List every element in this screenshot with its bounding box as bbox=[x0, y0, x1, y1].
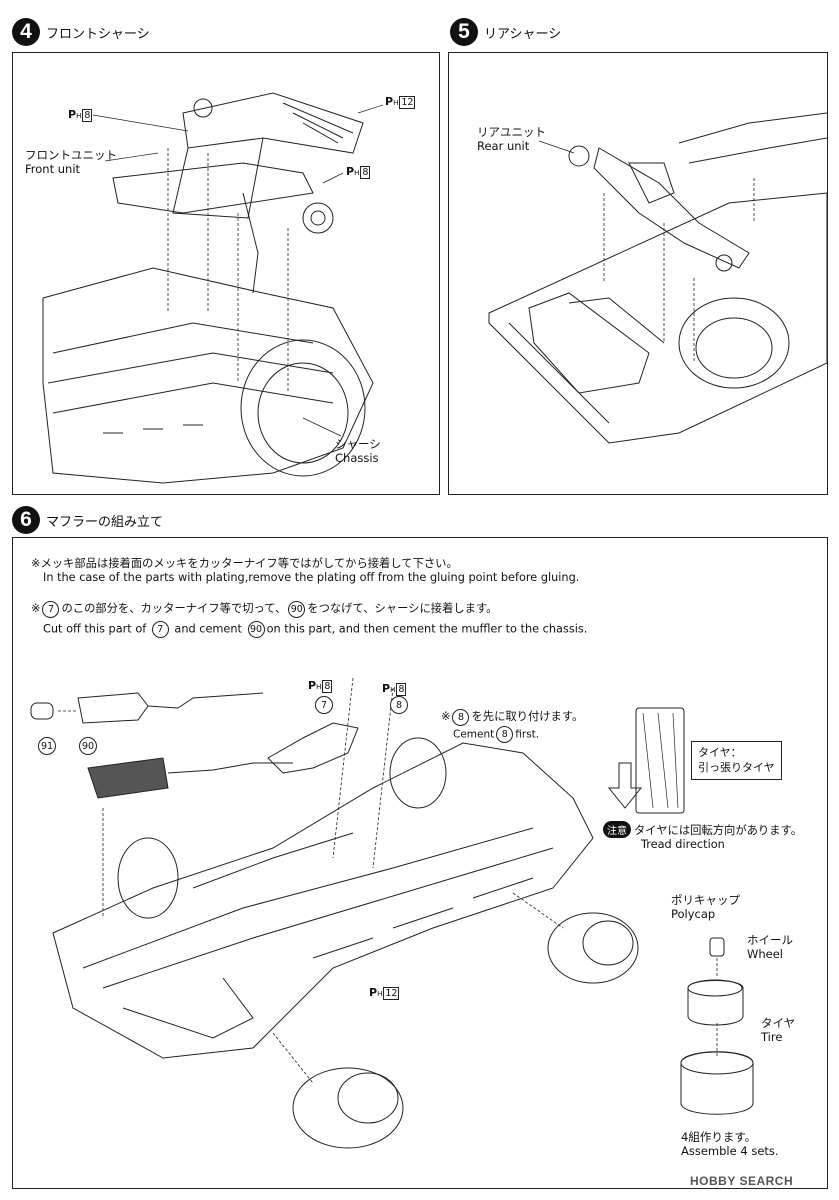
plating-note-ja: ※メッキ部品は接着面のメッキをカッターナイフ等ではがしてから接着して下さい。 bbox=[31, 557, 458, 570]
step-4-title: フロントシャーシ bbox=[46, 27, 150, 42]
part-8: 8 bbox=[390, 696, 408, 714]
part-91: 91 bbox=[38, 737, 56, 755]
plating-note-en: In the case of the parts with plating,re… bbox=[43, 571, 580, 584]
tread-note-ja: 注意タイヤには回転方向があります。 bbox=[603, 821, 802, 838]
front-chassis-illustration bbox=[42, 92, 384, 484]
tread-note-en: Tread direction bbox=[641, 838, 725, 851]
step-5-title: リアシャーシ bbox=[484, 27, 562, 42]
step-6-number: 6 bbox=[12, 506, 40, 534]
step-6-panel: ※メッキ部品は接着面のメッキをカッターナイフ等ではがしてから接着して下さい。 I… bbox=[12, 537, 828, 1189]
hobby-search-watermark: HOBBY SEARCH bbox=[690, 1174, 794, 1188]
step-4-number: 4 bbox=[12, 18, 40, 46]
step-5-number: 5 bbox=[450, 18, 478, 46]
rear-chassis-illustration bbox=[488, 112, 827, 444]
part-90: 90 bbox=[79, 737, 97, 755]
part-7: 7 bbox=[315, 696, 333, 714]
tire-type-box: タイヤ： 引っ張りタイヤ bbox=[691, 741, 782, 780]
assemble-sets-label: 4組作ります。Assemble 4 sets. bbox=[681, 1130, 779, 1159]
step-6-title: マフラーの組み立て bbox=[46, 515, 164, 530]
muffler-assembly-illustration bbox=[30, 677, 754, 1149]
